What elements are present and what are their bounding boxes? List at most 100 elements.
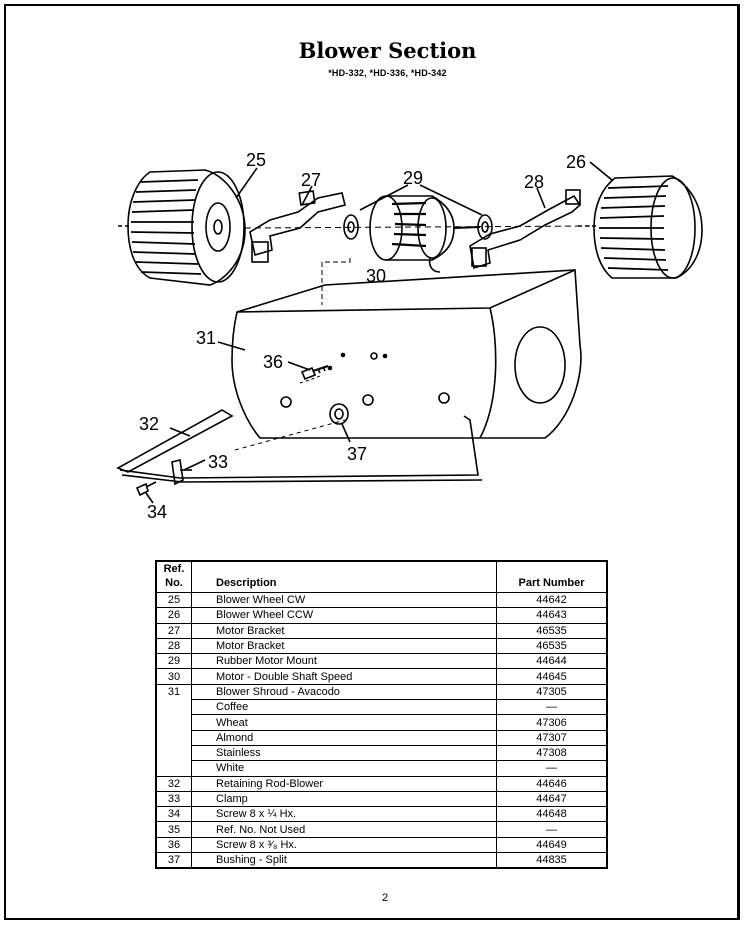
description-cell: Blower Shroud - Avacodo bbox=[191, 684, 497, 701]
ref-cell bbox=[156, 745, 192, 761]
part-number-cell: 44646 bbox=[496, 776, 607, 792]
description-cell: Blower Wheel CCW bbox=[191, 607, 497, 624]
table-header-row: Ref. No. Description Part Number bbox=[156, 561, 607, 593]
ref-cell: 32 bbox=[156, 776, 192, 792]
header-description: Description bbox=[191, 561, 497, 593]
description-cell: Rubber Motor Mount bbox=[191, 653, 497, 670]
page-title: Blower Section bbox=[298, 38, 477, 63]
part-number-cell: 44648 bbox=[496, 806, 607, 823]
ref-cell: 30 bbox=[156, 668, 192, 685]
part-number-cell: 46535 bbox=[496, 623, 607, 639]
blower-wheel-ccw bbox=[578, 175, 703, 279]
ref-cell: 34 bbox=[156, 806, 192, 823]
description-cell: Motor - Double Shaft Speed bbox=[191, 668, 497, 685]
part-number-cell: 44645 bbox=[496, 668, 607, 685]
description-cell: Motor Bracket bbox=[191, 638, 497, 655]
ref-cell: 26 bbox=[156, 607, 192, 624]
motor bbox=[369, 195, 481, 273]
description-cell: Motor Bracket bbox=[191, 623, 497, 639]
callout-30: 30 bbox=[366, 266, 386, 286]
callout-33: 33 bbox=[208, 452, 228, 472]
header-ref-no: Ref. No. bbox=[156, 561, 192, 593]
page-border bbox=[4, 4, 740, 920]
model-numbers: *HD-332, *HD-336, *HD-342 bbox=[328, 68, 447, 78]
retaining-rod bbox=[116, 409, 483, 483]
callout-26: 26 bbox=[566, 152, 586, 172]
blower-shroud bbox=[231, 269, 582, 439]
description-cell: Bushing - Split bbox=[191, 852, 497, 869]
part-number-cell: 44644 bbox=[496, 653, 607, 670]
ref-cell: 25 bbox=[156, 592, 192, 609]
ref-cell: 29 bbox=[156, 653, 192, 670]
description-cell: Stainless bbox=[191, 745, 497, 762]
table-row: Coffee— bbox=[156, 699, 607, 716]
page-number: 2 bbox=[381, 892, 389, 904]
part-number-cell: — bbox=[496, 821, 607, 838]
bushing-split bbox=[329, 403, 349, 425]
clamp bbox=[171, 459, 192, 486]
callout-34: 34 bbox=[147, 502, 167, 522]
exploded-diagram: 25 26 27 28 29 30 31 32 33 34 36 37 bbox=[116, 150, 703, 522]
part-number-cell: — bbox=[496, 760, 607, 777]
table-row: White— bbox=[156, 760, 607, 777]
description-cell: White bbox=[191, 760, 497, 777]
ref-cell bbox=[156, 714, 192, 731]
part-number-cell: 44835 bbox=[496, 852, 607, 869]
part-number-cell: 44649 bbox=[496, 837, 607, 854]
blower-wheel-cw bbox=[118, 169, 246, 286]
part-number-cell: 46535 bbox=[496, 638, 607, 655]
callout-31: 31 bbox=[196, 328, 216, 348]
part-number-cell: 47306 bbox=[496, 714, 607, 731]
callout-28: 28 bbox=[524, 172, 544, 192]
motor-bracket-right bbox=[469, 189, 582, 270]
motor-bracket-left bbox=[249, 190, 346, 263]
ref-cell bbox=[156, 730, 192, 746]
description-cell: Ref. No. Not Used bbox=[191, 821, 497, 838]
description-cell: Wheat bbox=[191, 714, 497, 731]
description-cell: Almond bbox=[191, 730, 497, 746]
description-cell: Clamp bbox=[191, 791, 497, 808]
callout-37: 37 bbox=[347, 444, 367, 464]
description-cell: Retaining Rod-Blower bbox=[191, 776, 497, 792]
part-number-cell: 44643 bbox=[496, 607, 607, 624]
callout-27: 27 bbox=[301, 170, 321, 190]
ref-cell: 36 bbox=[156, 837, 192, 854]
description-cell: Coffee bbox=[191, 699, 497, 716]
callout-32: 32 bbox=[139, 414, 159, 434]
ref-cell: 33 bbox=[156, 791, 192, 808]
callout-25: 25 bbox=[246, 150, 266, 170]
callout-36: 36 bbox=[263, 352, 283, 372]
callout-29: 29 bbox=[403, 168, 423, 188]
screw-34 bbox=[135, 481, 157, 497]
part-number-cell: 44647 bbox=[496, 791, 607, 808]
ref-cell: 27 bbox=[156, 623, 192, 639]
ref-cell: 35 bbox=[156, 821, 192, 838]
description-cell: Screw 8 x ³⁄₈ Hx. bbox=[191, 837, 497, 854]
rubber-mount-left bbox=[343, 214, 359, 240]
ref-cell bbox=[156, 760, 192, 777]
part-number-cell: — bbox=[496, 699, 607, 716]
part-number-cell: 47307 bbox=[496, 730, 607, 746]
part-number-cell: 44642 bbox=[496, 592, 607, 609]
description-cell: Screw 8 x ¼ Hx. bbox=[191, 806, 497, 823]
ref-cell bbox=[156, 699, 192, 715]
ref-cell: 28 bbox=[156, 638, 192, 655]
